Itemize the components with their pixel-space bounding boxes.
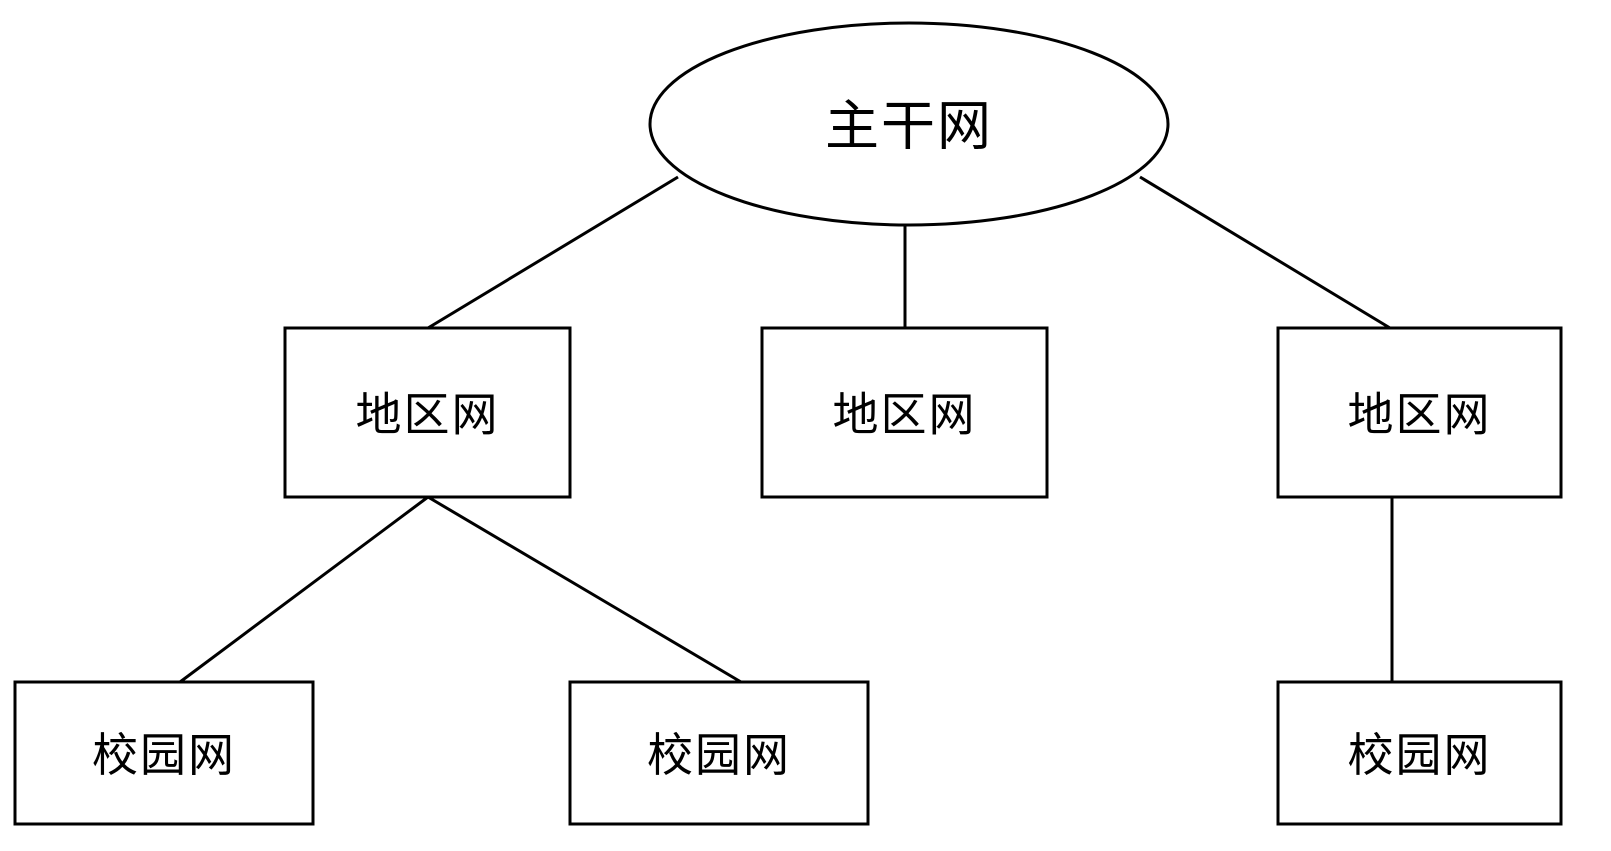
node-campus-center[interactable]: 校园网	[568, 680, 870, 826]
edge-layer	[179, 175, 1394, 684]
regional-right-rect-shape	[1276, 326, 1563, 499]
node-campus-right[interactable]: 校园网	[1276, 680, 1563, 826]
node-backbone[interactable]: 主干网	[648, 21, 1170, 227]
edge-backbone-to-regional-left	[427, 175, 679, 330]
regional-left-rect-shape	[283, 326, 572, 499]
node-regional-right[interactable]: 地区网	[1276, 326, 1563, 499]
backbone-ellipse-shape	[648, 21, 1170, 227]
node-regional-center[interactable]: 地区网	[760, 326, 1049, 499]
regional-center-rect-shape	[760, 326, 1049, 499]
edge-regional-left-to-campus-center	[427, 495, 742, 684]
node-campus-left[interactable]: 校园网	[13, 680, 315, 826]
campus-right-rect-shape	[1276, 680, 1563, 826]
campus-left-rect-shape	[13, 680, 315, 826]
edge-backbone-to-regional-right	[1139, 175, 1391, 330]
edge-regional-left-to-campus-left	[179, 495, 429, 684]
regional-left-label: 地区网	[356, 388, 500, 442]
backbone-label: 主干网	[825, 95, 993, 158]
regional-right-label: 地区网	[1348, 388, 1492, 442]
campus-center-label: 校园网	[647, 728, 791, 782]
campus-right-label: 校园网	[1348, 728, 1492, 782]
node-regional-left[interactable]: 地区网	[283, 326, 572, 499]
campus-center-rect-shape	[568, 680, 870, 826]
regional-center-label: 地区网	[833, 388, 977, 442]
campus-left-label: 校园网	[92, 728, 236, 782]
